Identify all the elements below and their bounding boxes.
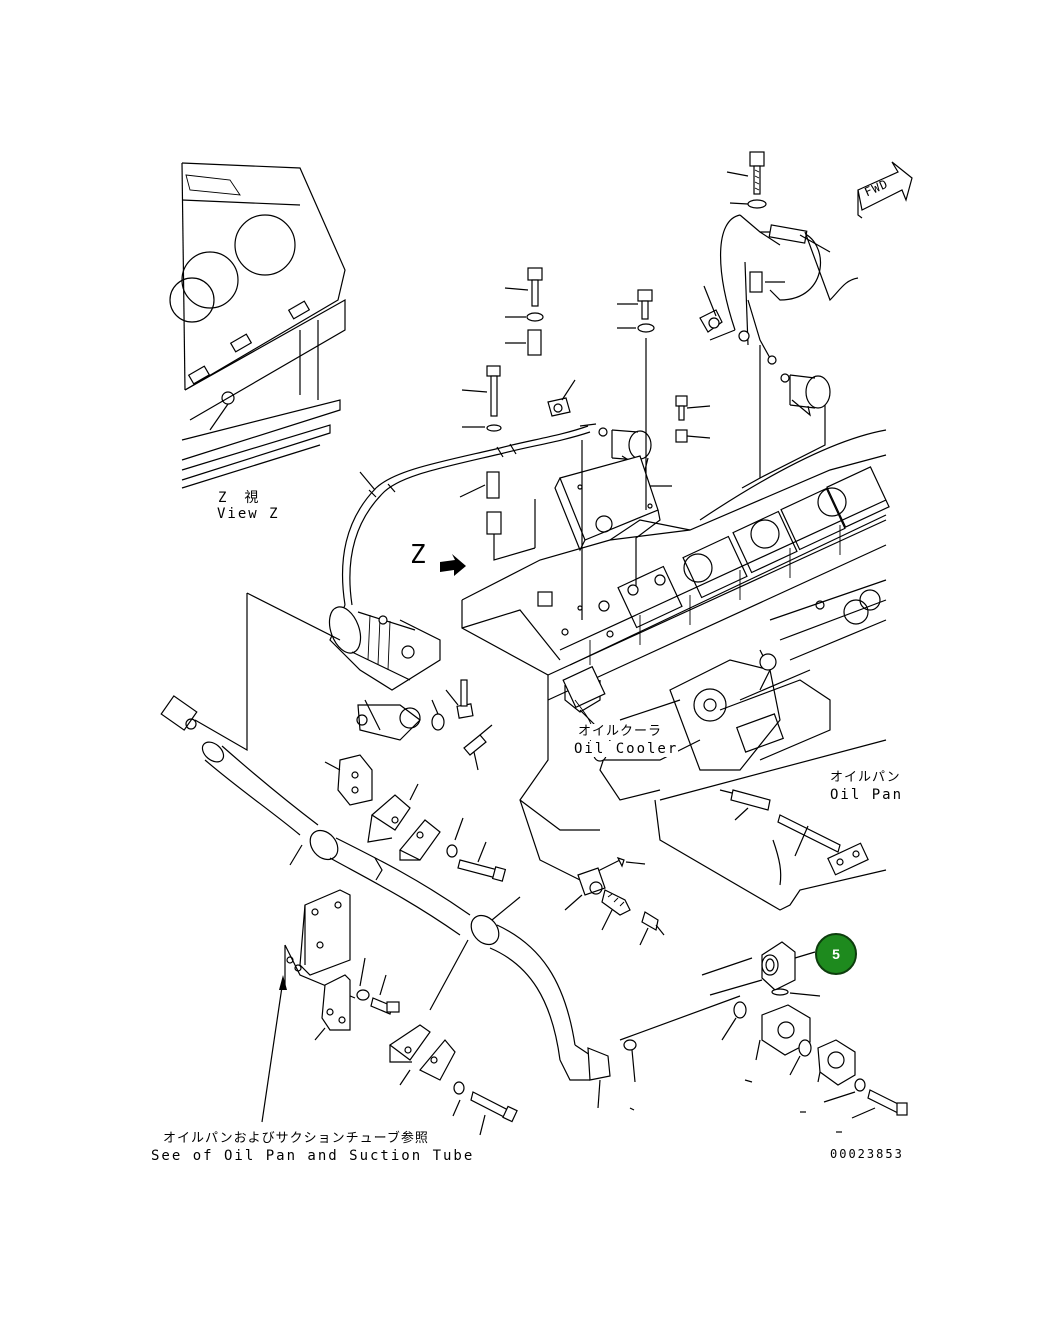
see-oil-pan-label-en: See of Oil Pan and Suction Tube — [151, 1148, 475, 1164]
pressure-sensors — [564, 856, 665, 946]
fwd-arrow-icon — [857, 161, 913, 219]
top-bolt-stack-right — [726, 151, 785, 293]
mounting-plate — [534, 338, 826, 620]
view-z-engine-block — [169, 162, 346, 489]
oil-cooler-label-en: Oil Cooler — [574, 741, 679, 757]
relay-wiring-harness — [341, 214, 859, 606]
z-view-arrow-icon — [440, 554, 466, 576]
oil-cooler-label-jp: オイルクーラ — [578, 724, 663, 740]
rocker-cover-row — [559, 466, 890, 666]
callout-part-5[interactable]: 5 — [815, 933, 857, 975]
view-z-label-en: View Z — [217, 506, 280, 522]
relay-right — [780, 373, 831, 417]
starter-motor — [194, 592, 441, 752]
z-marker-label: Z — [410, 540, 428, 570]
lower-left-bracket — [261, 889, 518, 1136]
starter-brackets — [324, 679, 493, 806]
oil-supply-tube — [160, 695, 611, 1109]
drawing-number: 00023853 — [830, 1147, 904, 1161]
top-bolt-stack-left — [459, 267, 711, 561]
lower-right-parts — [619, 941, 908, 1133]
see-oil-pan-label-jp: オイルパンおよびサクションチューブ参照 — [163, 1131, 429, 1146]
view-z-label-jp: Z 視 — [218, 490, 261, 506]
oil-pan-bolts — [730, 789, 869, 886]
hose-clamps-middle — [367, 783, 507, 882]
oil-pan-label-jp: オイルパン — [830, 770, 901, 785]
oil-cooler-assembly — [669, 579, 887, 771]
oil-pan-label-en: Oil Pan — [830, 787, 904, 803]
